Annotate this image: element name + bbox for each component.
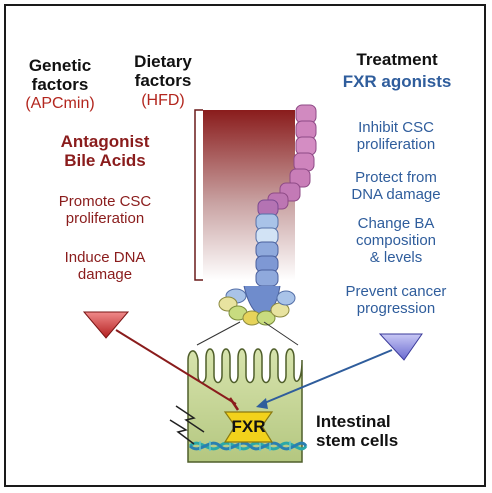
lightning-icon <box>175 405 205 433</box>
treatment-item-inhibit: Inhibit CSC proliferation <box>356 119 436 153</box>
agonist-triangle-icon <box>378 333 423 361</box>
inhibition-bar <box>228 397 240 411</box>
inhibition-arrow <box>115 329 237 405</box>
zoom-line-left <box>196 321 241 346</box>
genetic-factors-note: (APCmin) <box>25 95 95 112</box>
antagonist-triangle-icon <box>82 311 130 339</box>
activation-arrow <box>261 349 393 405</box>
fxr-agonists-title: FXR agonists <box>342 72 452 91</box>
dietary-factors-note: (HFD) <box>141 92 185 109</box>
lightning-icon-2 <box>169 419 195 445</box>
antagonist-bile-acids-title: Antagonist Bile Acids <box>60 132 150 171</box>
dna-helix-icon <box>188 441 308 451</box>
effect-promote-csc: Promote CSC proliferation <box>58 193 152 227</box>
stem-cell <box>187 348 303 463</box>
treatment-label: Treatment <box>356 50 438 69</box>
treatment-item-prevent: Prevent cancer progression <box>345 283 447 317</box>
gradient-bracket <box>194 109 203 281</box>
stem-cell-caption: Intestinal stem cells <box>316 412 399 451</box>
fxr-label: FXR <box>231 417 266 436</box>
zoom-line-right <box>263 321 299 346</box>
treatment-item-change: Change BA composition & levels <box>355 215 437 266</box>
activation-arrowhead <box>256 398 268 409</box>
dietary-factors-label: Dietary factors <box>134 52 192 91</box>
genetic-factors-label: Genetic factors <box>28 56 92 95</box>
effect-induce-dna-damage: Induce DNA damage <box>64 249 146 283</box>
fxr-receptor <box>223 411 274 443</box>
crypt-villus <box>218 104 317 326</box>
treatment-item-protect: Protect from DNA damage <box>351 169 441 203</box>
